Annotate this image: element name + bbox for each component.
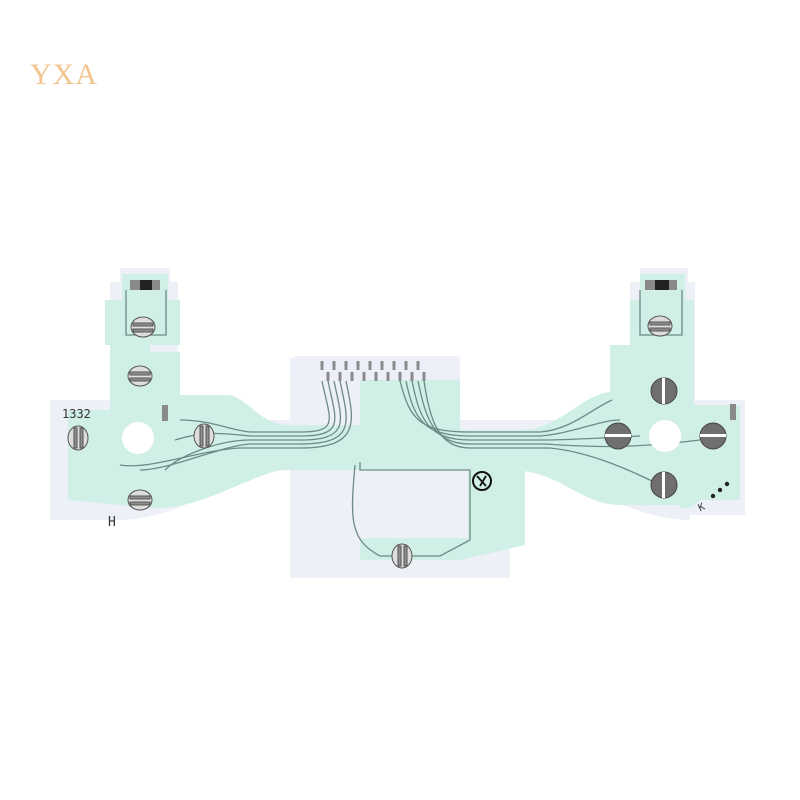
trace-layer-left [68, 274, 740, 560]
smd-resistors [130, 280, 736, 421]
part-code-marking: 1332 [62, 407, 91, 421]
left-letter-marking: H [108, 515, 116, 530]
dots-marking [710, 481, 730, 499]
center-window [356, 470, 468, 538]
circuit-traces [119, 290, 701, 557]
watermark: YXA [30, 58, 98, 91]
right-letter-marking: K [697, 502, 707, 515]
connector-pins [320, 361, 426, 381]
right-contact-pads [604, 377, 727, 499]
left-dpad-hole [122, 422, 154, 454]
left-contact-pads [67, 315, 673, 569]
recycle-icon [472, 471, 492, 491]
right-button-hole [649, 420, 681, 452]
